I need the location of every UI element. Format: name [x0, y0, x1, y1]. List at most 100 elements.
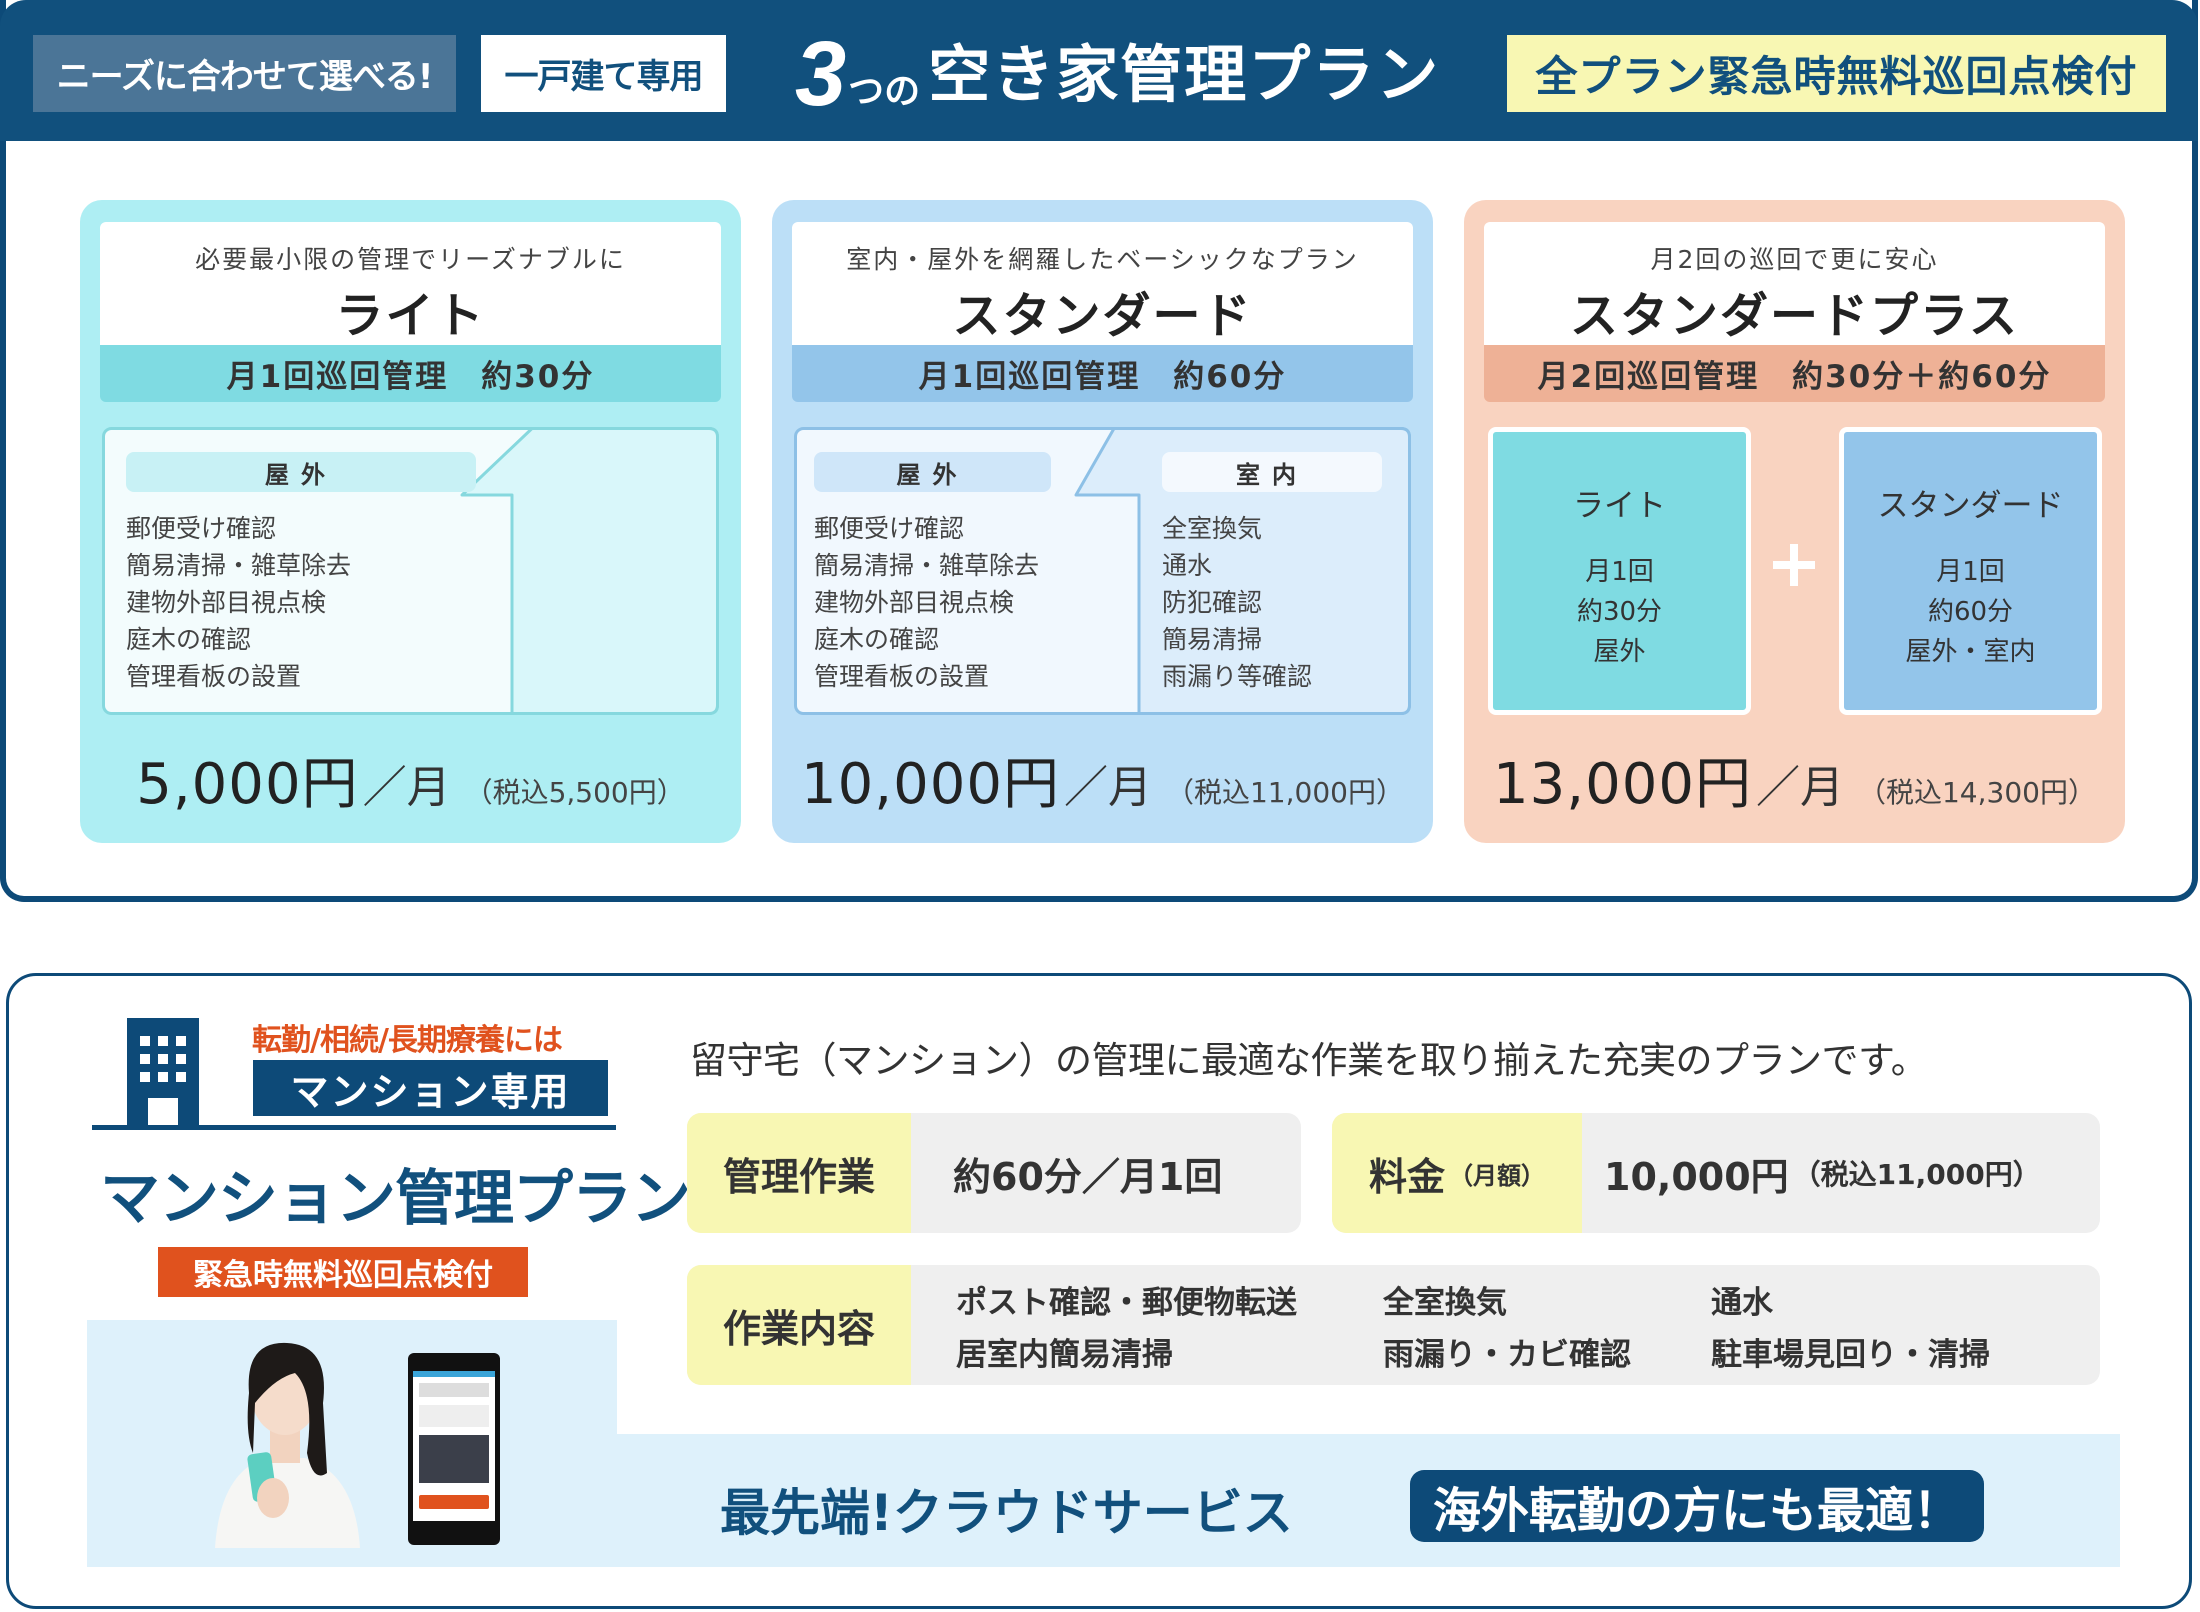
outdoor-items: 郵便受け確認 簡易清掃・雑草除去 建物外部目視点検 庭木の確認 管理看板の設置 [814, 510, 1039, 695]
list-item: 管理看板の設置 [814, 662, 990, 691]
plan-price: 5,000円 ／月 （税込5,500円） [80, 735, 741, 815]
plus-icon [1773, 544, 1815, 586]
title-main: 空き家管理プラン [928, 38, 1441, 111]
combo-scope: 屋外 [1593, 637, 1646, 667]
mansion-intro-text: 留守宅（マンション）の管理に最適な作業を取り揃えた充実のプランです。 [690, 1039, 1928, 1082]
overseas-transfer-badge: 海外転勤の方にも最適！ [1410, 1470, 1984, 1542]
list-item: 防犯確認 [1162, 588, 1263, 617]
plans-header: ニーズに合わせて選べる! 一戸建て専用 3 つの 空き家管理プラン 全プラン緊急… [0, 0, 2198, 141]
list-item: 庭木の確認 [126, 625, 252, 654]
price-amount: 10,000円 [801, 752, 1060, 817]
needs-badge: ニーズに合わせて選べる! [33, 35, 456, 112]
plan-tagline: 必要最小限の管理でリーズナブルに [195, 245, 626, 274]
price-amount: 5,000円 [136, 752, 359, 817]
outdoor-label: 屋外 [814, 452, 1051, 492]
task-item: 居室内簡易清掃 [956, 1337, 1173, 1373]
divider-shape-icon [794, 427, 1411, 715]
combo-light-box: ライト 月1回 約30分 屋外 [1488, 427, 1751, 715]
combo-detail: 月1回 約30分 屋外 [1493, 552, 1746, 672]
smartphone-app-screenshot [408, 1353, 500, 1545]
title-number: 3 [795, 23, 847, 125]
plan-tagline: 月2回の巡回で更に安心 [1650, 245, 1939, 274]
plan-title-box: 月2回の巡回で更に安心 スタンダードプラス [1484, 222, 2105, 345]
fee-value: 10,000円（税込11,000円） [1582, 1113, 2041, 1233]
list-item: 管理看板の設置 [126, 662, 302, 691]
price-period: ／月 [1063, 762, 1152, 813]
plan-name: ライト [335, 288, 486, 344]
title-small: つの [848, 71, 921, 112]
plan-schedule: 月1回巡回管理 約30分 [100, 345, 721, 402]
combo-frequency: 月1回 [1936, 557, 2005, 587]
plan-title-box: 必要最小限の管理でリーズナブルに ライト [100, 222, 721, 345]
price-period: ／月 [1755, 762, 1844, 813]
number-one-shape-icon [102, 427, 719, 715]
plan-title-box: 室内・屋外を網羅したベーシックなプラン スタンダード [792, 222, 1413, 345]
price-tax-included: （税込11,000円） [1165, 776, 1404, 809]
combo-name: ライト [1573, 488, 1666, 524]
fee-amount: 10,000円 [1604, 1154, 1789, 1199]
emergency-inspection-badge: 緊急時無料巡回点検付 [158, 1247, 528, 1297]
price-period: ／月 [362, 762, 451, 813]
plan-content-box: 屋外 郵便受け確認 簡易清掃・雑草除去 建物外部目視点検 庭木の確認 管理看板の… [794, 427, 1411, 715]
tasks-label: 作業内容 [687, 1265, 911, 1385]
price-tax-included: （税込14,300円） [1857, 776, 2096, 809]
cloud-service-text: 最先端!クラウドサービス [720, 1484, 1293, 1542]
work-value: 約60分／月1回 [953, 1154, 1223, 1199]
list-item: 通水 [1162, 551, 1213, 580]
list-item: 簡易清掃・雑草除去 [814, 551, 1040, 580]
fee-label: 料金（月額） [1332, 1113, 1582, 1233]
plan-price: 13,000円 ／月 （税込14,300円） [1464, 735, 2125, 815]
combo-frequency: 月1回 [1585, 557, 1654, 587]
combo-name: スタンダード [1877, 488, 2064, 524]
task-item: ポスト確認・郵便物転送 [956, 1285, 1297, 1321]
task-item: 雨漏り・カビ確認 [1383, 1337, 1631, 1373]
plan-tagline: 室内・屋外を網羅したベーシックなプラン [846, 245, 1359, 274]
phone-screen [413, 1371, 495, 1521]
outdoor-label: 屋外 [126, 452, 476, 492]
fee-label-sub: （月額） [1449, 1161, 1545, 1190]
target-reasons: 転勤/相続/長期療養には [252, 1023, 563, 1058]
list-item: 簡易清掃 [1162, 625, 1263, 654]
combo-standard-box: スタンダード 月1回 約60分 屋外・室内 [1839, 427, 2102, 715]
list-item: 郵便受け確認 [126, 514, 277, 543]
list-item: 建物外部目視点検 [814, 588, 1015, 617]
combo-duration: 約60分 [1927, 597, 2014, 627]
work-info-box: 管理作業 約60分／月1回 [687, 1113, 1301, 1233]
combo-detail: 月1回 約60分 屋外・室内 [1844, 552, 2097, 672]
tasks-info-box: 作業内容 ポスト確認・郵便物転送 居室内簡易清掃 全室換気 雨漏り・カビ確認 通… [687, 1265, 2100, 1385]
price-tax-included: （税込5,500円） [464, 776, 685, 809]
work-label: 管理作業 [687, 1113, 911, 1233]
combo-scope: 屋外・室内 [1905, 637, 2036, 667]
tasks-grid: ポスト確認・郵便物転送 居室内簡易清掃 全室換気 雨漏り・カビ確認 通水 駐車場… [911, 1265, 2100, 1385]
fee-tax-included: （税込11,000円） [1792, 1158, 2041, 1191]
plan-card-standard[interactable]: 室内・屋外を網羅したベーシックなプラン スタンダード 月1回巡回管理 約60分 … [772, 200, 1433, 843]
combo-duration: 約30分 [1576, 597, 1663, 627]
indoor-label: 室内 [1162, 452, 1382, 492]
indoor-items: 全室換気 通水 防犯確認 簡易清掃 雨漏り等確認 [1162, 510, 1312, 695]
task-item: 全室換気 [1383, 1285, 1507, 1321]
mansion-only-badge: マンション専用 [253, 1060, 608, 1116]
list-item: 郵便受け確認 [814, 514, 965, 543]
fee-label-text: 料金 [1368, 1154, 1445, 1199]
outdoor-items: 郵便受け確認 簡易清掃・雑草除去 建物外部目視点検 庭木の確認 管理看板の設置 [126, 510, 351, 695]
plan-schedule: 月2回巡回管理 約30分＋約60分 [1484, 345, 2105, 402]
plan-content-box: 屋外 郵便受け確認 簡易清掃・雑草除去 建物外部目視点検 庭木の確認 管理看板の… [102, 427, 719, 715]
plan-price: 10,000円 ／月 （税込11,000円） [772, 735, 1433, 815]
plan-name: スタンダード [952, 288, 1253, 344]
list-item: 雨漏り等確認 [1162, 662, 1313, 691]
plan-card-light[interactable]: 必要最小限の管理でリーズナブルに ライト 月1回巡回管理 約30分 屋外 郵便受… [80, 200, 741, 843]
ground-line-divider [92, 1125, 616, 1130]
price-amount: 13,000円 [1493, 752, 1752, 817]
free-inspection-badge: 全プラン緊急時無料巡回点検付 [1507, 35, 2166, 112]
plan-name: スタンダードプラス [1569, 288, 2020, 344]
mansion-plan-title: マンション管理プラン [100, 1164, 691, 1234]
task-item: 駐車場見回り・清掃 [1711, 1337, 1990, 1373]
list-item: 建物外部目視点検 [126, 588, 327, 617]
task-item: 通水 [1711, 1285, 1773, 1321]
plan-schedule: 月1回巡回管理 約60分 [792, 345, 1413, 402]
fee-info-box: 料金（月額） 10,000円（税込11,000円） [1332, 1113, 2100, 1233]
woman-with-smartphone-photo [215, 1342, 360, 1548]
plan-card-standard-plus[interactable]: 月2回の巡回で更に安心 スタンダードプラス 月2回巡回管理 約30分＋約60分 … [1464, 200, 2125, 843]
list-item: 簡易清掃・雑草除去 [126, 551, 352, 580]
detached-house-badge: 一戸建て専用 [481, 35, 726, 112]
